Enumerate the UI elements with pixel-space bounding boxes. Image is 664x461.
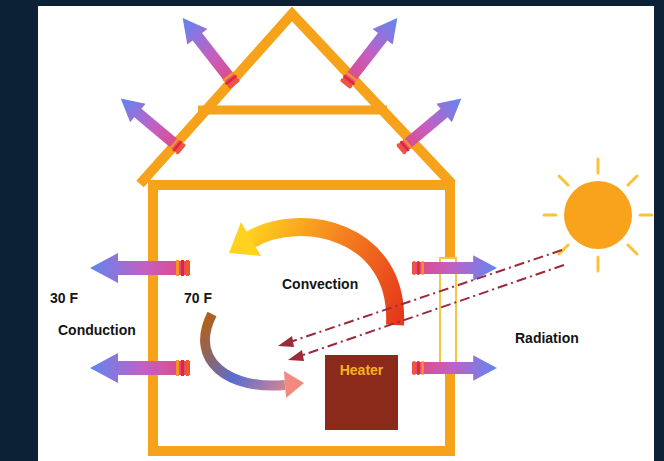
radiation-arrowhead xyxy=(278,336,294,347)
heat-loss-arrow xyxy=(392,89,469,159)
diagram-label: 70 F xyxy=(184,290,212,306)
heat-loss-arrow xyxy=(90,253,190,283)
conduction-arrow xyxy=(205,314,285,386)
convection-arrow xyxy=(250,227,395,325)
diagram-label: Convection xyxy=(282,276,358,292)
panel xyxy=(38,6,654,461)
heat-loss-arrow xyxy=(412,355,497,381)
heat-loss-arrow xyxy=(335,10,407,93)
heat-loss-arrow xyxy=(113,89,190,159)
heater-label: Heater xyxy=(325,355,398,378)
heat-loss-arrow xyxy=(90,353,190,383)
house-wall xyxy=(153,185,450,451)
heater-box: Heater xyxy=(325,355,398,430)
window xyxy=(440,258,456,372)
diagram-label: Conduction xyxy=(58,322,136,338)
sun xyxy=(544,159,652,271)
convection-arrowhead xyxy=(229,222,261,256)
radiation-arrowhead xyxy=(288,350,304,361)
sun-disc xyxy=(564,181,632,249)
diagram-label: Radiation xyxy=(515,330,579,346)
roof-beam xyxy=(198,106,387,115)
conduction-arrowhead xyxy=(284,371,304,398)
diagram-label: 30 F xyxy=(50,290,78,306)
heat-loss-arrow xyxy=(173,10,245,93)
